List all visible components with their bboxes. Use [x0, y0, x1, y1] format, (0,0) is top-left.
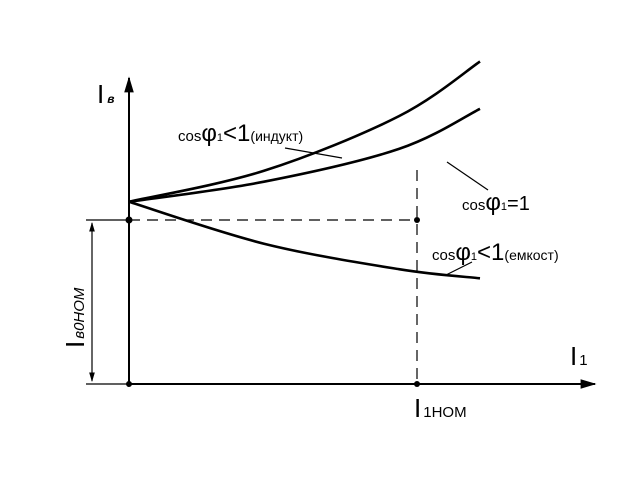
leader-line-unity — [446, 161, 489, 191]
nominal-intersection-point — [414, 217, 420, 223]
common-start-point — [125, 216, 133, 224]
series-line-unity — [128, 107, 481, 204]
x-nominal-point — [414, 381, 420, 387]
y-nominal-label: Iв0НОМ — [60, 287, 90, 348]
origin-point — [126, 381, 132, 387]
series-label-inductive: cosφ1<1(индукт) — [178, 120, 303, 147]
series-line-capacitive — [128, 200, 481, 280]
series-line-inductive — [128, 60, 481, 204]
leader-line-capacitive — [445, 261, 473, 276]
series-label-unity: cosφ1=1 — [462, 189, 530, 216]
series-label-capacitive: cosφ1<1(емкост) — [432, 239, 559, 266]
leader-line-inductive — [284, 147, 343, 159]
